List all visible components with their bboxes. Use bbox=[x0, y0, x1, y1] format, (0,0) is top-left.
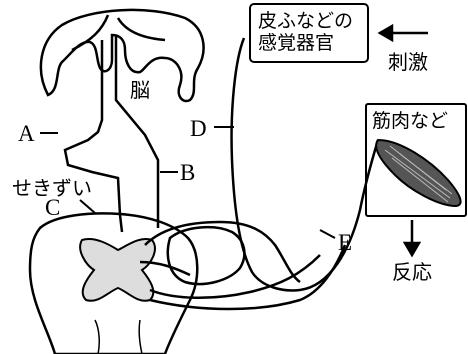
nerve-D bbox=[232, 38, 378, 290]
spinal-nerve-roots bbox=[140, 222, 320, 298]
nerve-E bbox=[150, 245, 345, 309]
label-C: C bbox=[45, 196, 60, 219]
nerve-B bbox=[116, 35, 158, 228]
brain-label: 脳 bbox=[130, 80, 150, 100]
spinal-cord-shape bbox=[30, 213, 197, 354]
response-arrow bbox=[405, 220, 419, 255]
label-B: B bbox=[180, 161, 195, 184]
skin-organ-label: 皮ふなどの感覚器官 bbox=[258, 10, 368, 54]
nerve-A bbox=[65, 40, 122, 232]
response-label: 反応 bbox=[392, 262, 432, 282]
label-D: D bbox=[190, 117, 207, 140]
label-E: E bbox=[338, 231, 352, 254]
muscle-shape bbox=[376, 140, 460, 206]
brain-shape bbox=[41, 10, 204, 101]
muscle-label: 筋肉など bbox=[372, 112, 448, 131]
stimulus-arrow bbox=[380, 26, 428, 40]
label-A: A bbox=[18, 122, 35, 145]
stimulus-label: 刺激 bbox=[388, 52, 428, 72]
